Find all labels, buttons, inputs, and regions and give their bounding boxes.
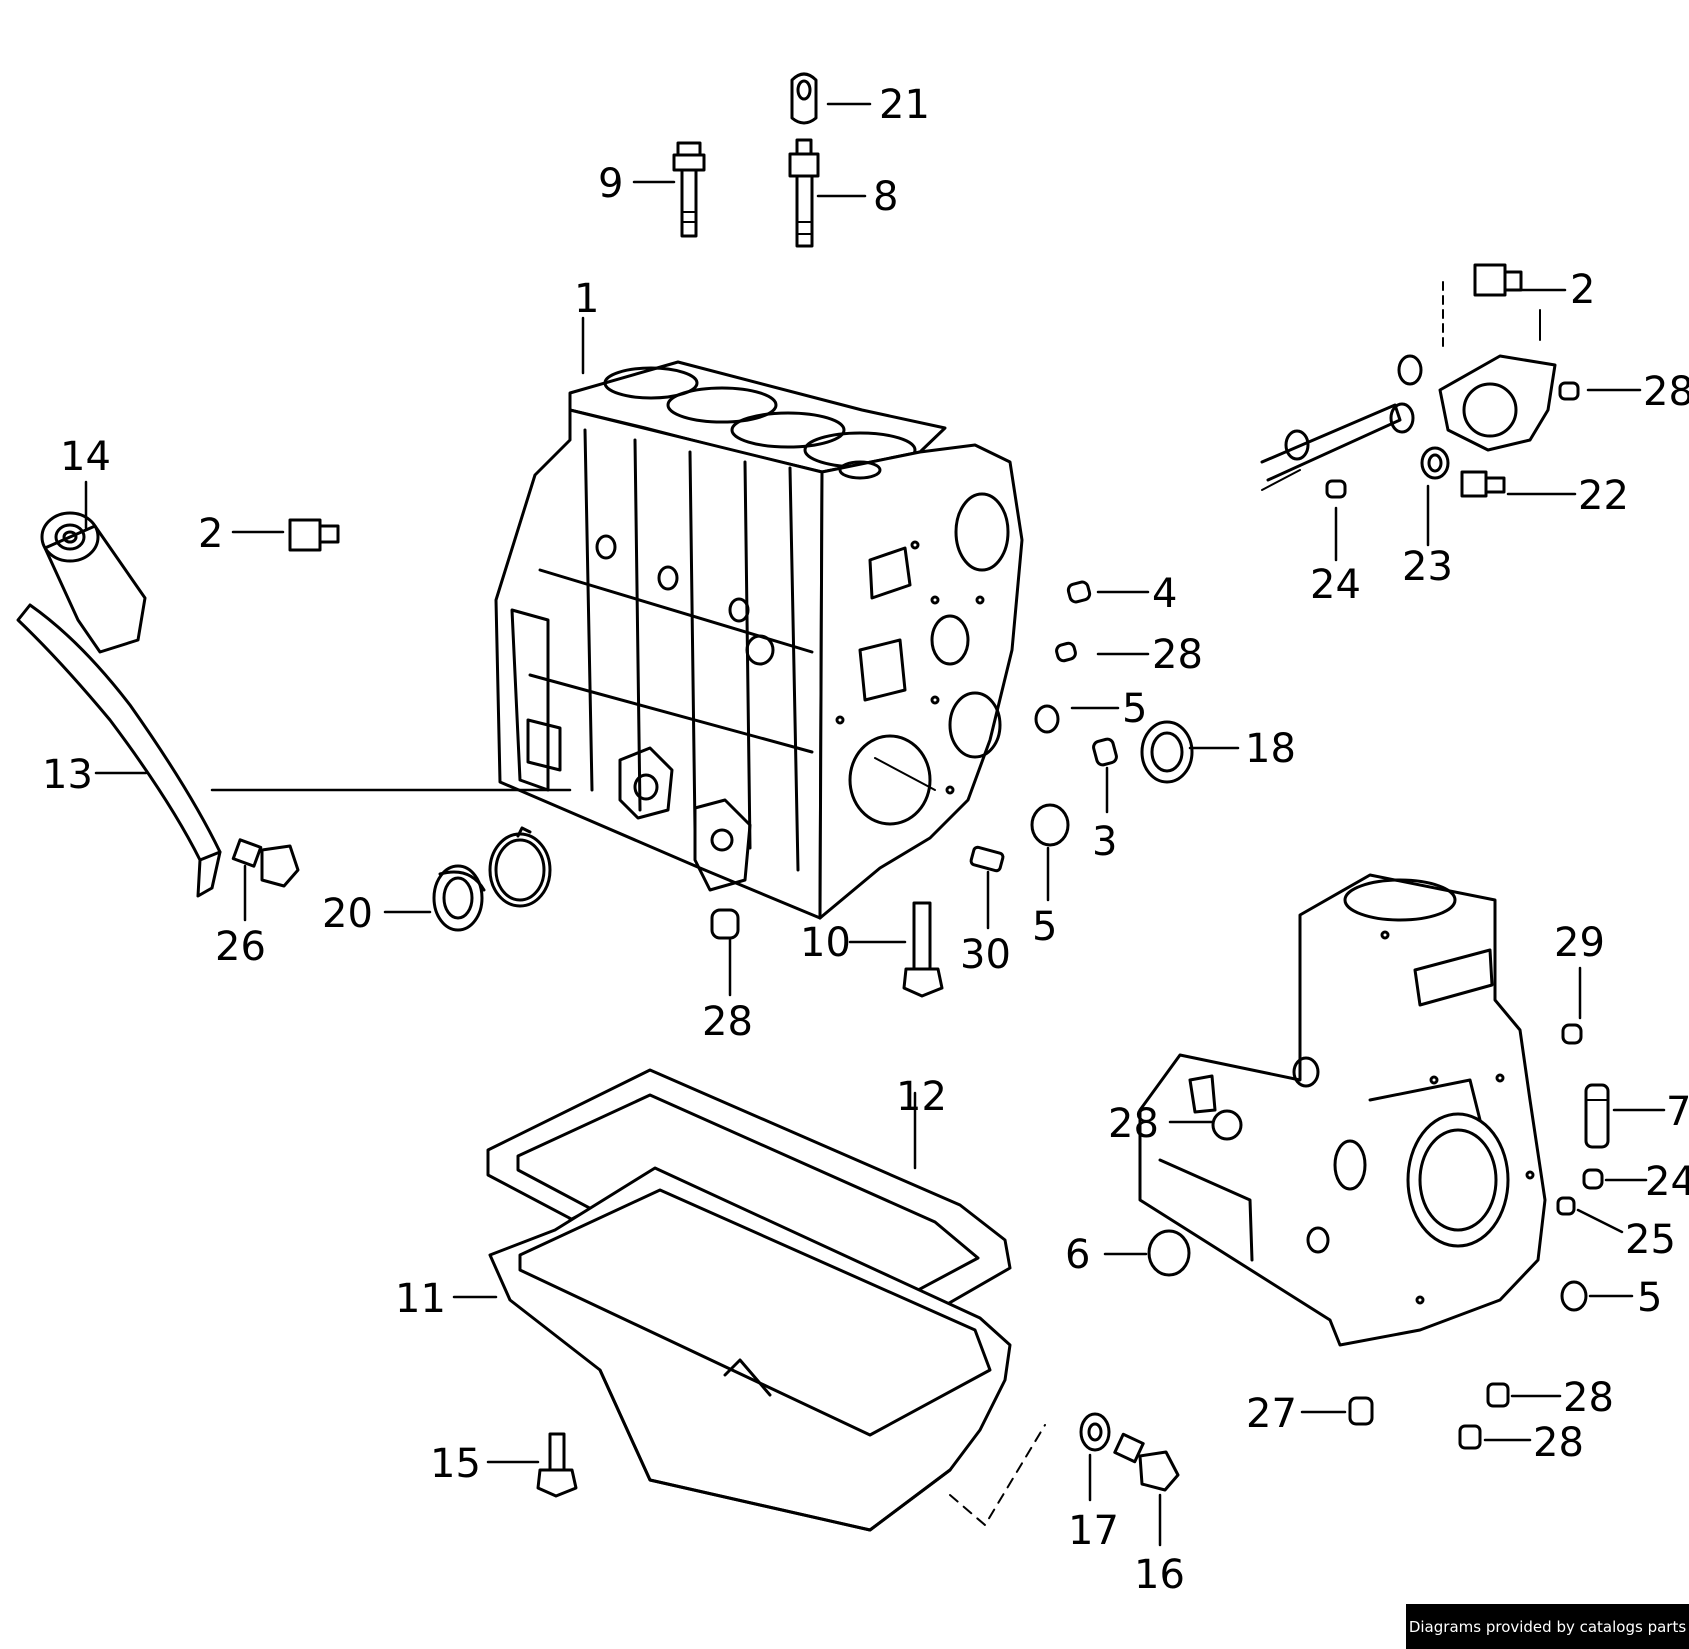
callout-14: 14 (60, 434, 111, 480)
callout-9: 9 (598, 161, 623, 207)
callout-4: 4 (1152, 571, 1177, 617)
plug-2-left (288, 518, 340, 552)
callout-22: 22 (1578, 473, 1629, 519)
plug-27 (1348, 1396, 1374, 1426)
plug-4 (1066, 580, 1092, 604)
callout-30: 30 (960, 932, 1011, 978)
callout-21: 21 (879, 82, 930, 128)
seal-ring (488, 826, 552, 908)
callout-3: 3 (1092, 819, 1117, 865)
dipstick-tube-13 (16, 603, 572, 898)
plug-6 (1147, 1229, 1191, 1277)
ring-terminal-21 (790, 72, 818, 125)
plug-24-b (1582, 1168, 1604, 1190)
callout-13: 13 (42, 752, 93, 798)
callout-12: 12 (896, 1074, 947, 1120)
drain-plug-16 (1113, 1432, 1180, 1492)
callout-16: 16 (1134, 1552, 1185, 1598)
leader-lines (84, 102, 1666, 1547)
callout-6: 6 (1065, 1232, 1090, 1278)
bolt-15 (536, 1432, 578, 1498)
plug-5-a (1034, 704, 1060, 734)
sleeve-7 (1584, 1083, 1610, 1149)
oil-pan-11 (488, 1166, 1012, 1532)
seal-18 (1140, 720, 1194, 784)
callout-5-c: 5 (1637, 1275, 1662, 1321)
callout-11: 11 (395, 1276, 446, 1322)
plug-28-e (1458, 1424, 1482, 1450)
callout-18: 18 (1245, 726, 1296, 772)
seal-20 (432, 864, 486, 932)
callout-5-b: 5 (1032, 904, 1057, 950)
drain-washer-17 (1079, 1412, 1111, 1452)
plug-29 (1561, 1023, 1583, 1045)
callout-27: 27 (1246, 1391, 1297, 1437)
plug-5-b (1030, 803, 1070, 847)
callout-29: 29 (1554, 920, 1605, 966)
pin-3 (1092, 737, 1118, 767)
rear-block (1138, 873, 1547, 1347)
callout-labels: 1 21 9 8 2 14 13 26 20 28 10 30 5 3 18 5… (42, 82, 1689, 1598)
plug-25 (1556, 1196, 1576, 1216)
plug-5-c (1560, 1280, 1588, 1312)
callout-28-block: 28 (702, 999, 753, 1045)
callout-28-rear-c: 28 (1108, 1101, 1159, 1147)
oil-filter-14 (40, 511, 147, 654)
bolt-26 (231, 838, 300, 888)
plug-28-c (1211, 1109, 1243, 1141)
callout-15: 15 (430, 1441, 481, 1487)
callout-1: 1 (574, 276, 599, 322)
dowel-30 (969, 845, 1005, 873)
callout-20: 20 (322, 891, 373, 937)
stud-8 (788, 138, 820, 248)
housing-group (1260, 263, 1580, 499)
callout-17: 17 (1068, 1508, 1119, 1554)
callout-7: 7 (1666, 1089, 1689, 1135)
callout-28-rear-a: 28 (1563, 1375, 1614, 1421)
callout-24-a: 24 (1310, 562, 1361, 608)
plug-28-d (1486, 1382, 1510, 1408)
callout-28-rear-b: 28 (1533, 1420, 1584, 1466)
bolt-9 (672, 141, 706, 238)
dowel-28-b (710, 908, 740, 940)
credit-banner: Diagrams provided by catalogs parts (1406, 1604, 1689, 1649)
callout-26: 26 (215, 924, 266, 970)
callout-28-top: 28 (1643, 369, 1689, 415)
engine-block (494, 360, 1024, 920)
callout-25: 25 (1625, 1217, 1676, 1263)
callout-2-right: 2 (1570, 267, 1595, 313)
bolt-10 (902, 901, 944, 998)
callout-8: 8 (873, 174, 898, 220)
plug-28-a (1055, 641, 1077, 663)
callout-23: 23 (1402, 544, 1453, 590)
callout-10: 10 (800, 920, 851, 966)
callout-28-a: 28 (1152, 632, 1203, 678)
callout-24-b: 24 (1645, 1159, 1689, 1205)
callout-5-a: 5 (1122, 686, 1147, 732)
callout-2-left: 2 (198, 511, 223, 557)
pan-dash-leader (949, 1424, 1046, 1526)
